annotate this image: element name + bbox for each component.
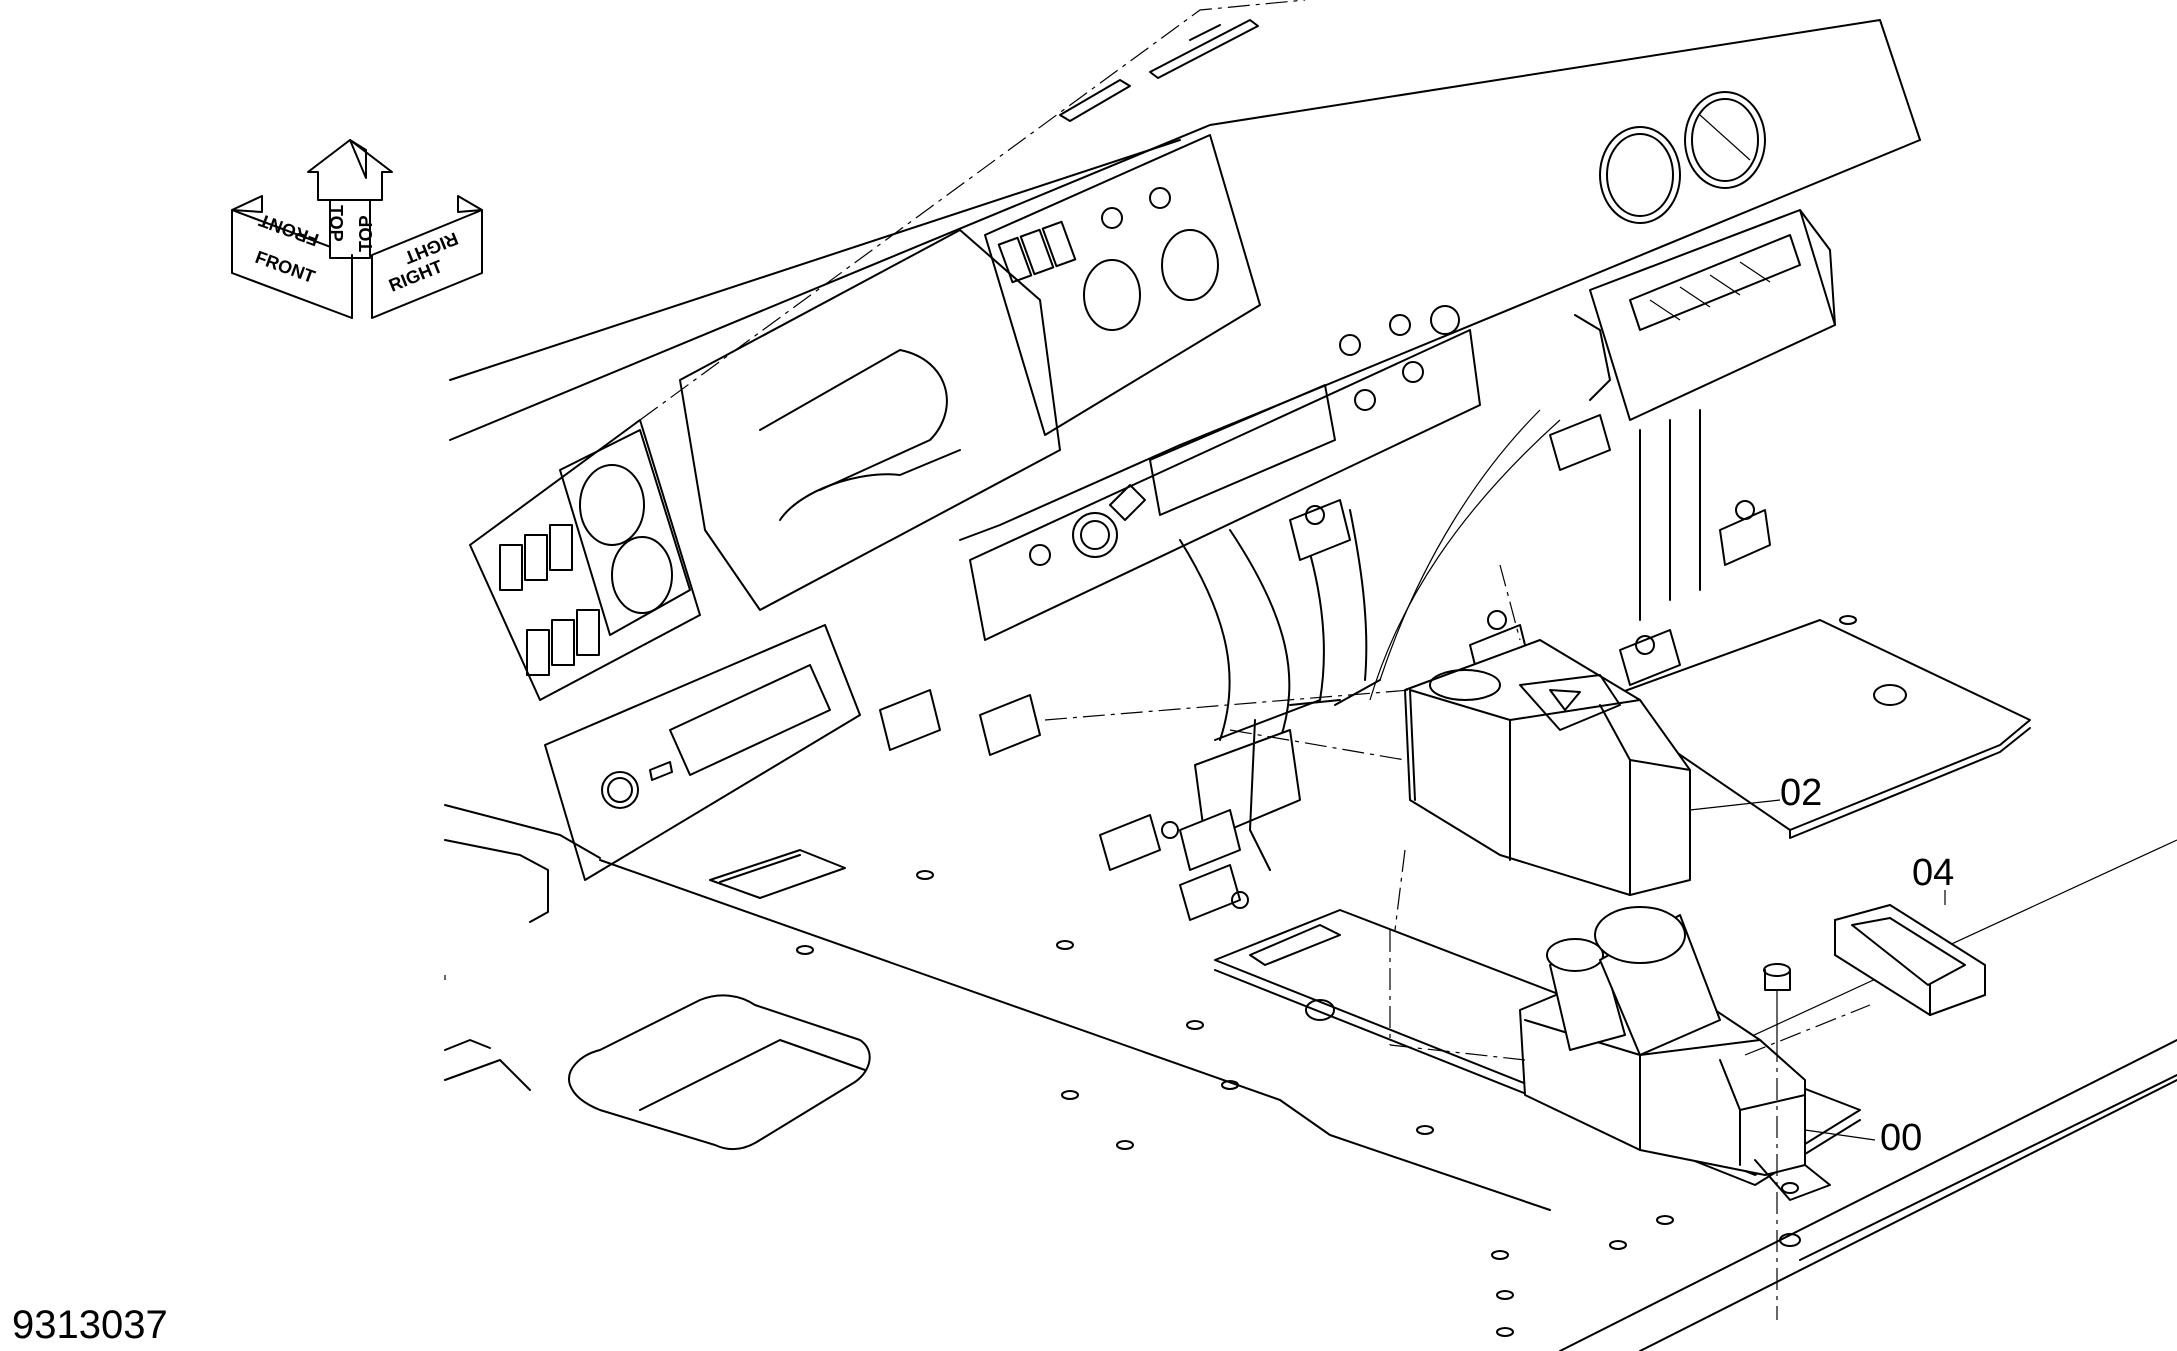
orientation-top-label-mirrored: TOP bbox=[356, 215, 376, 252]
gauge-cluster bbox=[1599, 91, 1766, 224]
part-00-duct-elbow bbox=[1519, 906, 1831, 1201]
dashboard-console bbox=[449, 0, 1921, 881]
mounting-brackets bbox=[879, 414, 1771, 921]
reference-lines bbox=[1044, 564, 1871, 1320]
part-04-seal bbox=[1834, 904, 1986, 1016]
orientation-symbol: FRONT FRONT TOP TOP RIGHT RIGHT bbox=[231, 139, 483, 319]
part-02-duct-housing bbox=[1404, 639, 1691, 896]
callouts: 02 04 00 bbox=[1689, 772, 1954, 1159]
rocker-switches-left bbox=[499, 524, 600, 676]
callout-04: 04 bbox=[1912, 852, 1954, 894]
drawing-number: 9313037 bbox=[12, 1303, 168, 1347]
orientation-top-label: TOP bbox=[326, 205, 346, 242]
callout-00: 00 bbox=[1880, 1117, 1922, 1159]
bolt-holes bbox=[796, 615, 1907, 1337]
callout-02: 02 bbox=[1780, 772, 1822, 814]
